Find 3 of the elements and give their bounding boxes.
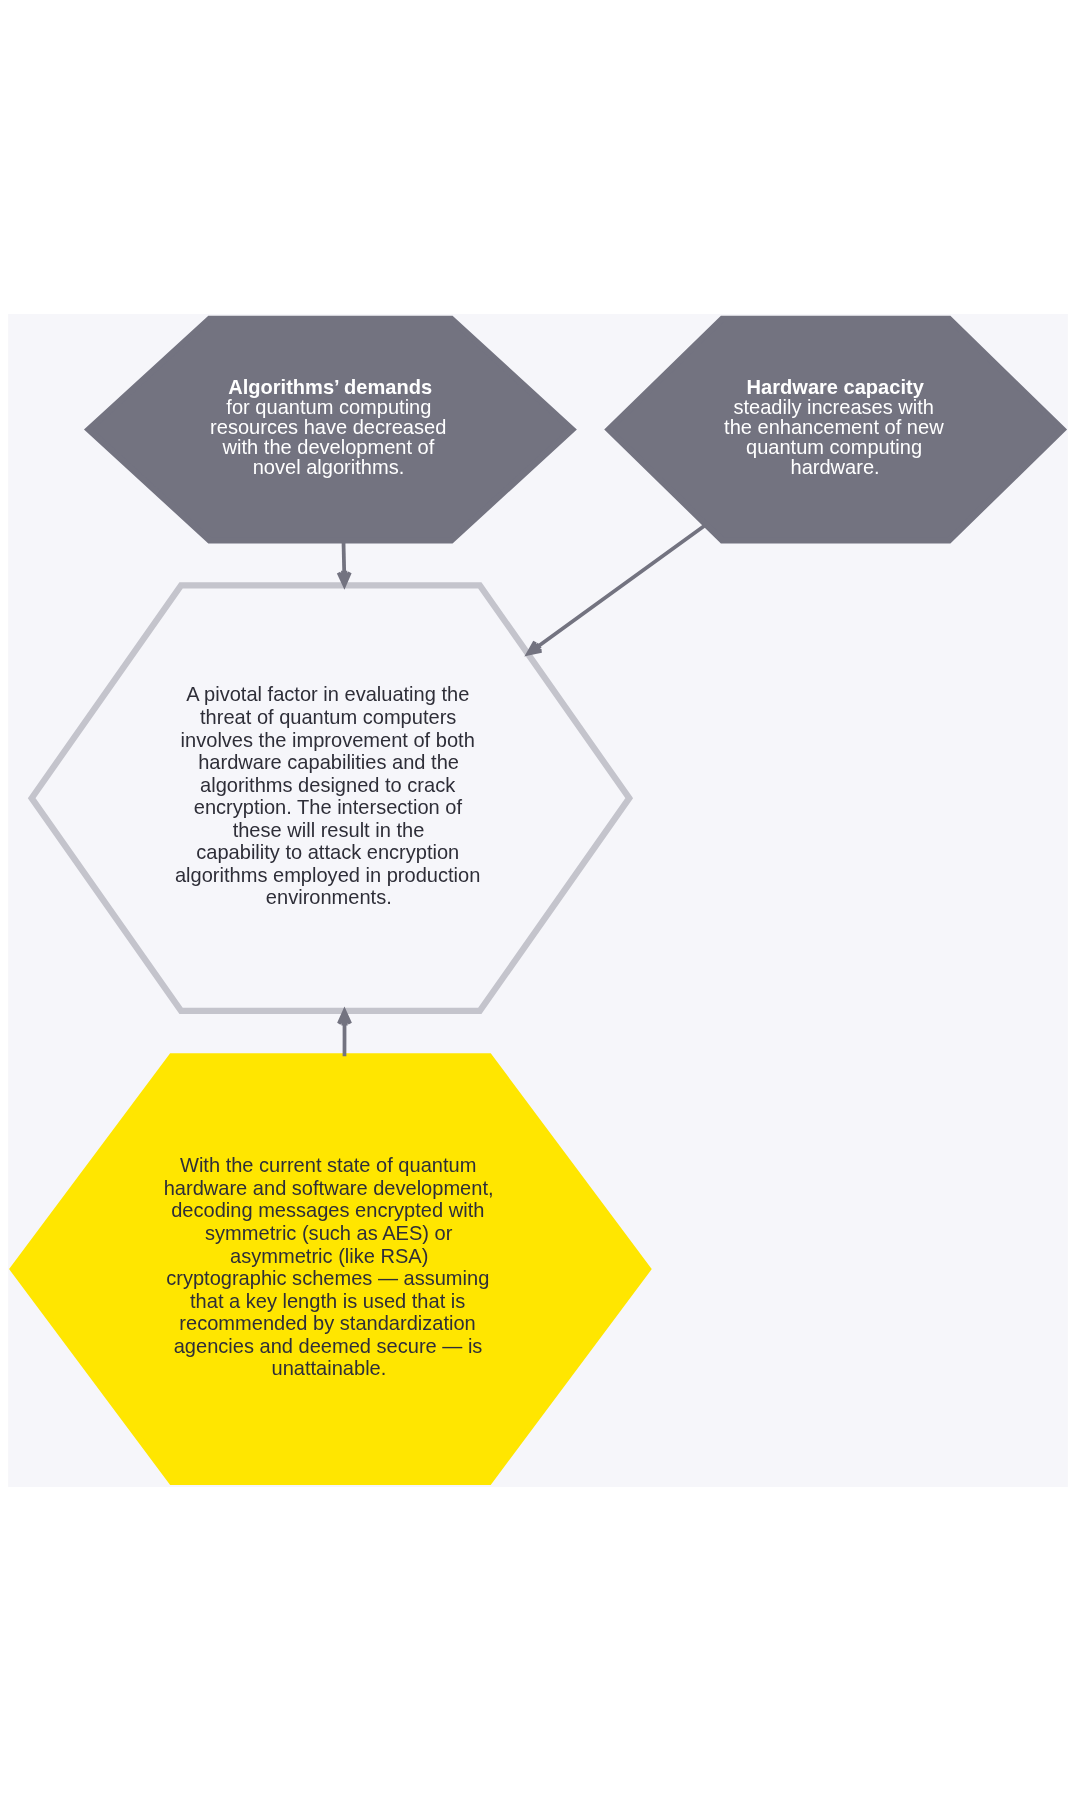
arrow <box>336 540 352 588</box>
arrow <box>526 523 707 656</box>
arrow <box>337 1009 353 1057</box>
